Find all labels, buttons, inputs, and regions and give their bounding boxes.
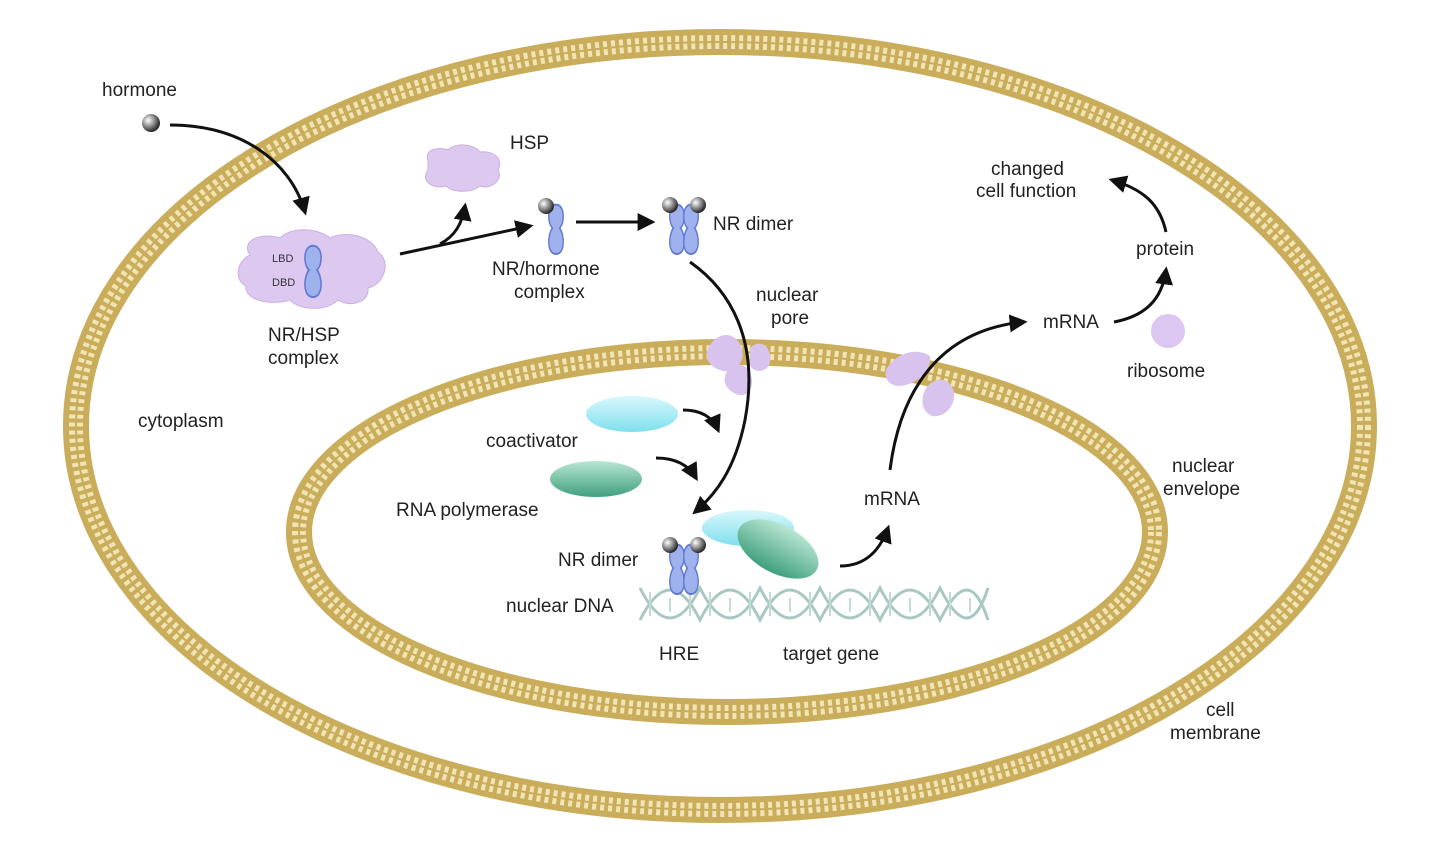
coactivator-shape bbox=[586, 396, 678, 432]
arrow-transcription bbox=[839, 524, 892, 568]
cell-membrane bbox=[63, 29, 1377, 823]
label-nuclear-envelope-line2: envelope bbox=[1163, 479, 1240, 500]
nr-hormone-complex bbox=[538, 198, 565, 255]
label-nuclear-pore-line1: nuclear bbox=[756, 285, 819, 306]
arrow-mrna-to-protein bbox=[1113, 266, 1174, 324]
lbd-label: LBD bbox=[272, 253, 293, 265]
label-hormone: hormone bbox=[102, 80, 177, 101]
label-changed-line2: cell function bbox=[976, 181, 1076, 202]
label-mrna-cytoplasm: mRNA bbox=[1043, 312, 1099, 333]
nr-hsp-complex bbox=[237, 229, 386, 309]
rna-polymerase-shape bbox=[550, 461, 642, 497]
label-cytoplasm: cytoplasm bbox=[138, 411, 224, 432]
nuclear-dna-helix bbox=[638, 584, 990, 624]
label-nr-hsp-line2: complex bbox=[268, 348, 339, 369]
label-coactivator: coactivator bbox=[486, 431, 579, 452]
dbd-label: DBD bbox=[272, 277, 295, 289]
arrow-dimer-into-nucleus bbox=[689, 260, 751, 515]
arrow-hormone-to-complex bbox=[169, 123, 310, 216]
label-target-gene: target gene bbox=[783, 644, 879, 665]
arrow-complex-to-nr-hormone bbox=[399, 220, 534, 256]
label-hsp: HSP bbox=[510, 133, 549, 154]
label-hre: HRE bbox=[659, 644, 699, 665]
label-cell-membrane-line2: membrane bbox=[1170, 723, 1261, 744]
label-nuclear-pore-line2: pore bbox=[771, 308, 809, 329]
arrow-mrna-export bbox=[888, 314, 1028, 471]
arrow-branch-to-hsp bbox=[439, 202, 472, 246]
bound-rna-polymerase bbox=[737, 519, 819, 579]
hsp-cloud bbox=[424, 144, 501, 192]
label-nuclear-envelope-line1: nuclear bbox=[1172, 456, 1235, 477]
label-protein: protein bbox=[1136, 239, 1194, 260]
nr-dimer-bound bbox=[662, 537, 706, 595]
label-rna-polymerase: RNA polymerase bbox=[396, 500, 539, 521]
label-mrna-nucleus: mRNA bbox=[864, 489, 920, 510]
label-ribosome: ribosome bbox=[1127, 361, 1205, 382]
label-cell-membrane-line1: cell bbox=[1206, 700, 1235, 721]
arrow-coactivator bbox=[682, 408, 721, 434]
hormone-molecule bbox=[142, 114, 160, 132]
nr-dimer-top bbox=[662, 197, 706, 255]
label-nr-hormone-line2: complex bbox=[514, 282, 585, 303]
label-nr-dimer-top: NR dimer bbox=[713, 214, 794, 235]
label-nr-dimer-nucleus: NR dimer bbox=[558, 550, 639, 571]
label-nr-hormone-line1: NR/hormone bbox=[492, 259, 600, 280]
ribosome-shape bbox=[1151, 314, 1185, 348]
label-nuclear-dna: nuclear DNA bbox=[506, 596, 614, 617]
arrow-polymerase bbox=[655, 456, 698, 482]
nuclear-pore-left bbox=[706, 334, 771, 396]
label-changed-line1: changed bbox=[991, 159, 1064, 180]
label-nr-hsp-line1: NR/HSP bbox=[268, 325, 340, 346]
nuclear-pore-right bbox=[885, 351, 955, 417]
arrow-protein-to-function bbox=[1108, 175, 1168, 233]
